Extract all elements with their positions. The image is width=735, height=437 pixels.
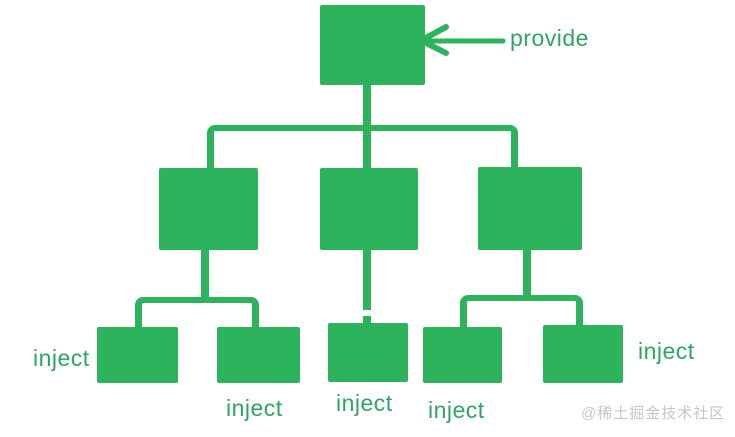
connector-child2-stem-upper — [363, 248, 371, 310]
arrow-left-icon — [419, 24, 506, 56]
inject-label-leaf5: inject — [638, 338, 695, 364]
inject-label-leaf2: inject — [226, 395, 283, 421]
root-component-node — [320, 5, 425, 85]
inject-label-leaf4: inject — [428, 397, 485, 423]
leaf-component-node-5 — [543, 325, 623, 383]
connector-child1-bracket — [135, 297, 259, 327]
connector-child1-stem — [201, 248, 209, 297]
connector-child3-stem — [523, 250, 531, 295]
connector-level1-bracket — [207, 125, 518, 168]
connector-child3-bracket — [460, 295, 583, 327]
leaf-component-node-2 — [217, 327, 300, 383]
inject-label-leaf1: inject — [33, 345, 90, 371]
child-component-node-2 — [320, 168, 418, 250]
provide-label: provide — [510, 25, 589, 51]
leaf-component-node-4 — [423, 327, 502, 383]
inject-label-leaf3: inject — [336, 390, 393, 416]
child-component-node-3 — [478, 167, 582, 250]
leaf-component-node-1 — [97, 327, 178, 383]
child-component-node-1 — [159, 168, 258, 250]
connector-child2-stem-lower — [363, 316, 371, 325]
leaf-component-node-3 — [328, 323, 408, 382]
watermark-text: @稀土掘金技术社区 — [581, 405, 726, 422]
